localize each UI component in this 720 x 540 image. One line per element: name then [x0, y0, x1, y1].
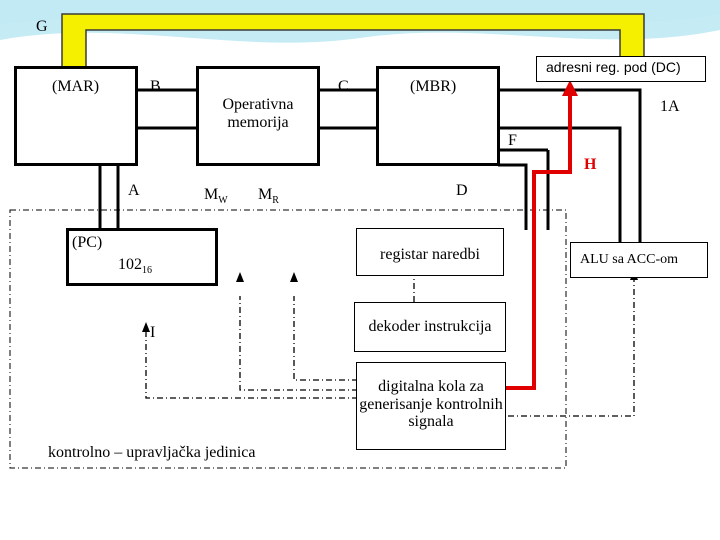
- label-pc-value-main: 102: [118, 256, 142, 273]
- control-signal-circuits: [356, 362, 506, 450]
- label-d: D: [456, 182, 468, 199]
- label-mw: MW: [204, 186, 228, 206]
- control-unit-frame: [9, 209, 567, 469]
- label-memory: Operativna memorija: [222, 96, 294, 131]
- bus-lines: [98, 88, 642, 270]
- label-a: A: [128, 182, 140, 199]
- pc-register: [66, 228, 218, 286]
- signal-path-h-arrow: [562, 80, 578, 96]
- label-mw-sub: W: [218, 195, 228, 207]
- label-mr: MR: [258, 186, 279, 206]
- label-mr-sub: R: [272, 195, 279, 207]
- label-mbr: (MBR): [410, 78, 457, 95]
- instruction-decoder: [354, 302, 506, 352]
- label-alu: ALU sa ACC-om: [580, 252, 678, 267]
- label-pc-value: 10216: [118, 256, 152, 276]
- mbr-register: [376, 66, 500, 166]
- instruction-register: [356, 228, 504, 276]
- label-pc-value-sub: 16: [142, 265, 152, 277]
- signal-path-h: [506, 94, 572, 390]
- label-c: C: [338, 78, 349, 95]
- label-h: H: [584, 156, 597, 173]
- label-mar: (MAR): [52, 78, 100, 95]
- label-mr-main: M: [258, 186, 273, 203]
- label-g: G: [36, 18, 48, 35]
- label-dekoder: dekoder instrukcija: [368, 318, 492, 335]
- label-b: B: [150, 78, 161, 95]
- label-registar: registar naredbi: [380, 246, 480, 263]
- mar-register: [14, 66, 138, 166]
- operative-memory: [196, 66, 320, 166]
- address-register-dc: [536, 56, 706, 82]
- label-digitalna: digitalna kola za generisanje kontrolnih…: [359, 378, 503, 431]
- control-lines: [145, 278, 635, 417]
- label-1a: 1A: [660, 98, 680, 115]
- label-control-unit: kontrolno – upravljačka jedinica: [48, 444, 256, 461]
- label-mw-main: M: [204, 186, 219, 203]
- label-adresni: adresni reg. pod (DC): [546, 59, 681, 75]
- label-i: I: [150, 324, 156, 341]
- alu-acc-box: [570, 242, 708, 278]
- label-pc: (PC): [72, 234, 103, 251]
- label-f: F: [508, 132, 517, 149]
